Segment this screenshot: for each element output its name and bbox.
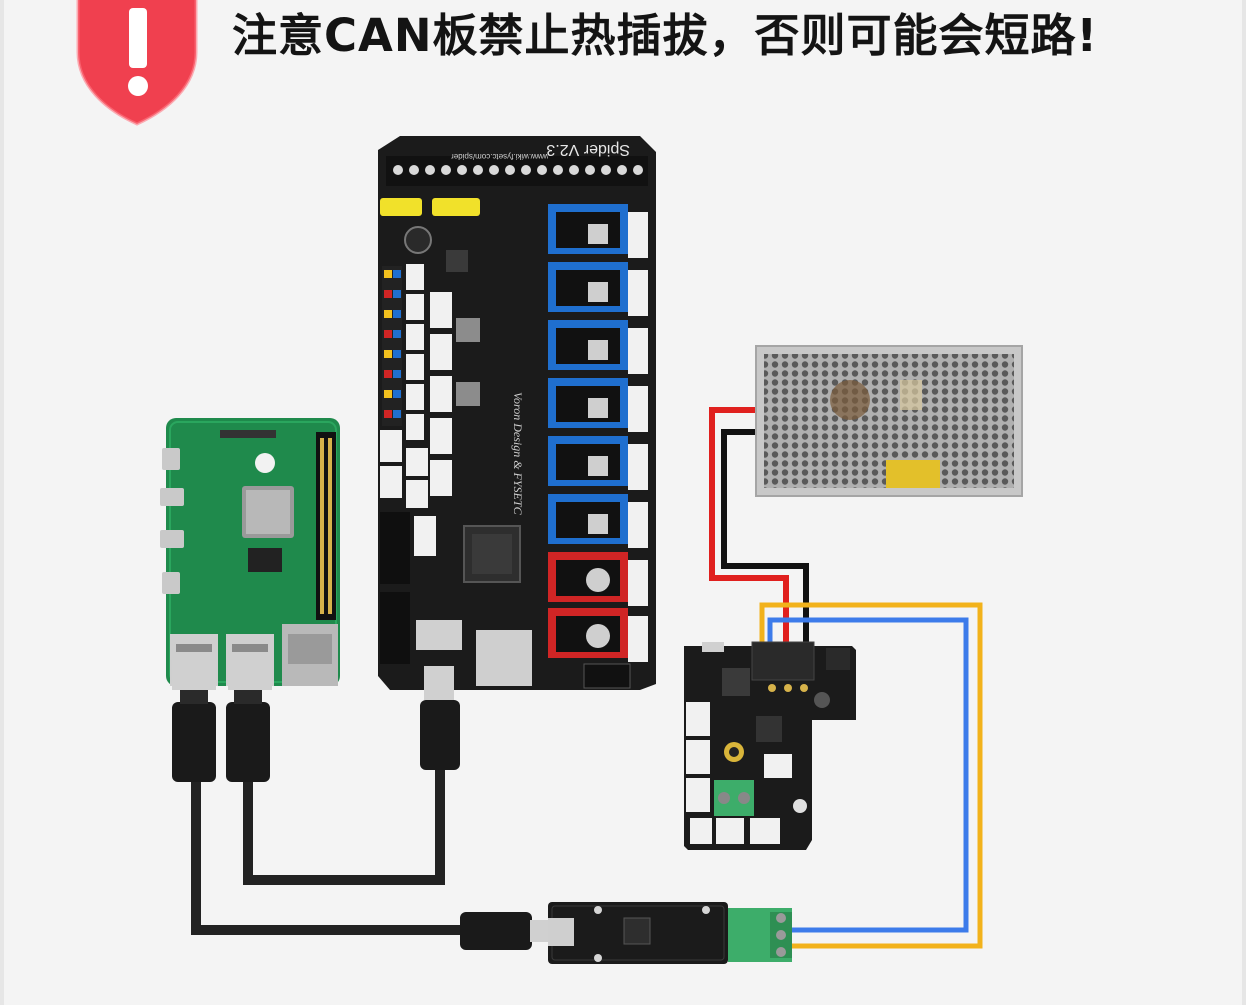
power-input-terminal	[751, 641, 815, 681]
raspberry-pi-board	[160, 418, 340, 686]
frame-right	[1242, 0, 1246, 1005]
sd-slot	[476, 630, 532, 686]
frame-left	[0, 0, 4, 1005]
can-toolhead-board	[684, 641, 856, 850]
power-terminals	[386, 156, 648, 186]
usb-a-plugs	[172, 660, 272, 782]
board-credit-label: Voron Design & FYSETC	[511, 392, 525, 516]
usb-cable-pi-to-spider	[243, 763, 445, 885]
board-url-label: www.wiki.fysetc.com/spider	[451, 152, 549, 161]
exclamation-shield-icon	[76, 0, 198, 126]
ram-chip	[248, 548, 282, 572]
capacitor	[404, 226, 432, 254]
stepper-drivers	[548, 204, 628, 658]
usb-can-adapter	[460, 902, 792, 964]
power-supply	[755, 345, 1023, 497]
gpio-header	[316, 432, 336, 620]
usb-cable-pi-to-can-adapter	[191, 775, 525, 935]
jst-connectors-left	[380, 264, 452, 556]
board-model-label: Spider V2.3	[546, 141, 630, 158]
side-ports	[160, 448, 184, 594]
fuses	[380, 198, 480, 216]
toolhead-connectors	[686, 702, 792, 844]
motor-connectors	[628, 212, 648, 662]
raspberry-logo	[255, 453, 275, 473]
usb-c-plug-spider	[420, 666, 460, 770]
spider-mainboard: Spider V2.3 www.wiki.fysetc.com/spider V…	[378, 136, 656, 690]
endstop-jumpers	[382, 266, 402, 426]
usb-c-plug-adapter	[460, 912, 532, 950]
warning-title: 注意CAN板禁止热插拔，否则可能会短路!	[232, 9, 1099, 62]
can-bus-wires	[759, 602, 983, 949]
